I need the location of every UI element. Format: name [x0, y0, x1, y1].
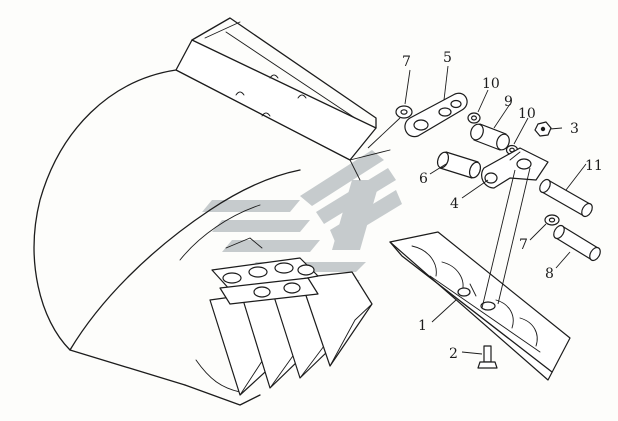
callout-7-lower: 7	[519, 237, 528, 253]
bucket-body	[33, 17, 391, 406]
callout-9: 9	[504, 94, 513, 110]
part-2-bolt	[477, 345, 498, 369]
callout-10-lower: 10	[518, 106, 536, 122]
callout-7-top: 7	[402, 54, 411, 70]
assembly-axis-lines	[367, 117, 531, 309]
callout-10-upper: 10	[482, 76, 500, 92]
part-6-pin	[436, 151, 482, 179]
callout-6: 6	[419, 171, 428, 187]
part-8-pin	[553, 224, 601, 262]
callout-11: 11	[585, 158, 603, 174]
callout-8: 8	[545, 266, 554, 282]
callout-3: 3	[570, 121, 579, 137]
part-9-bushing	[470, 123, 510, 151]
callout-labels: 7 5 10 9 10 3 6 4 11 7 8 1 2	[402, 50, 603, 362]
callout-5: 5	[443, 50, 452, 66]
part-3-nut	[534, 121, 552, 137]
part-5-side-plate	[404, 92, 468, 138]
installed-teeth	[209, 237, 373, 396]
part-10-ring-upper	[467, 112, 481, 124]
callout-1: 1	[418, 318, 427, 334]
callout-2: 2	[449, 346, 458, 362]
part-11-pin	[539, 178, 593, 218]
part-7-washer-top	[395, 105, 413, 119]
part-1-edge-segment	[389, 231, 571, 381]
part-4-clamp-link	[481, 147, 549, 189]
part-7-washer-lower	[544, 214, 560, 226]
callout-leaders	[404, 65, 587, 355]
callout-4: 4	[450, 196, 459, 212]
